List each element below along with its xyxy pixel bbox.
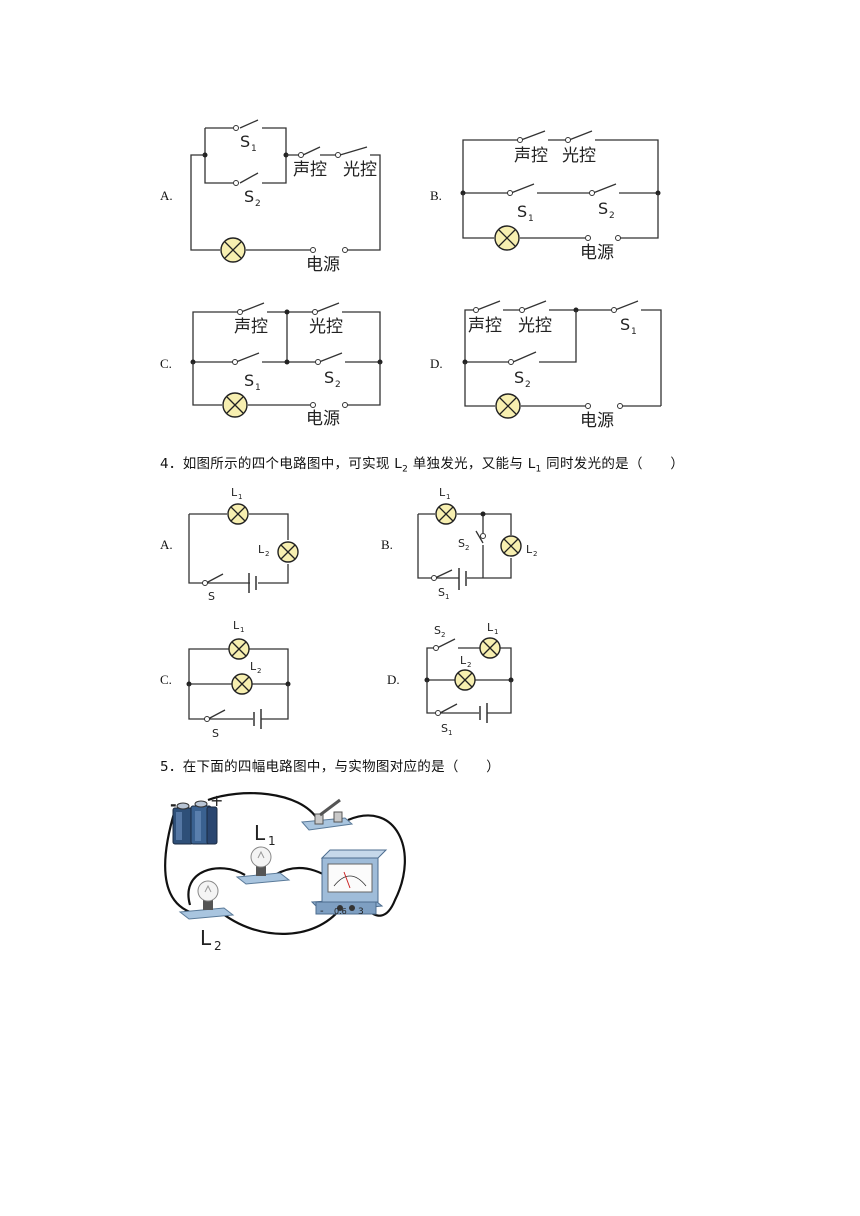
q4d-l2-label: L (460, 654, 467, 667)
q4c-l1-label: L (233, 619, 240, 632)
ammeter-icon (310, 849, 388, 915)
q3b-s2-label: S (598, 199, 608, 218)
q5-question-text: 5．在下面的四幅电路图中，与实物图对应的是（ ） (160, 759, 501, 775)
q4a-l1-label: L (231, 486, 238, 499)
battery-plus: + (210, 791, 223, 810)
q4b-s1-label: S (438, 586, 445, 599)
q4a-l1-sub: 1 (238, 493, 242, 501)
q4-text-prefix: 4．如图所示的四个电路图中，可实现 L (160, 456, 403, 472)
q3b-light-label: 光控 (562, 146, 596, 166)
bulb-l1-icon (235, 846, 291, 885)
q4-option-c-label: C. (160, 672, 172, 687)
q3d-sound-label: 声控 (468, 316, 502, 336)
q3d-light-label: 光控 (518, 316, 552, 336)
q4a-l2-label: L (258, 543, 265, 556)
q3c-power-label: 电源 (306, 409, 340, 429)
q5-l1-sub: 1 (268, 834, 276, 848)
q3a-s2-sub: 2 (255, 199, 261, 209)
q4-question-text: 4．如图所示的四个电路图中，可实现 L2 单独发光，又能与 L1 同时发光的是（… (160, 452, 684, 475)
q4c-l2-label: L (250, 660, 257, 673)
q4d-l1-label: L (487, 621, 494, 634)
q3c-s2-label: S (324, 368, 334, 387)
q4-option-b-label: B. (381, 537, 393, 552)
q3a-power-label: 电源 (306, 255, 340, 275)
meter-minus: - (320, 906, 324, 917)
q3d-s1-label: S (620, 315, 630, 334)
q4c-l1-sub: 1 (240, 626, 244, 634)
q3d-power-label: 电源 (580, 411, 614, 431)
q4d-l2-sub: 2 (467, 661, 471, 669)
q4c-l2-sub: 2 (257, 667, 261, 675)
q3a-sound-label: 声控 (293, 160, 327, 180)
q4d-s2-label: S (434, 624, 441, 637)
q4d-s1-label: S (441, 722, 448, 735)
q4-option-d-label: D. (387, 672, 400, 687)
q3c-s1-sub: 1 (255, 383, 261, 393)
q3d-s2-label: S (514, 368, 524, 387)
q3a-s1-sub: 1 (251, 144, 257, 154)
battery-icon (172, 800, 218, 845)
bulb-l2-icon (178, 880, 235, 920)
q4b-l2-label: L (526, 543, 533, 556)
q4-text-sub1: 1 (535, 464, 542, 475)
q5-l2-sub: 2 (214, 939, 222, 953)
q4-text-middle: 单独发光，又能与 L (408, 456, 536, 472)
q3a-s2-label: S (244, 187, 254, 206)
q3b-s2-sub: 2 (609, 211, 615, 221)
q3b-s1-sub: 1 (528, 214, 534, 224)
q4a-l2-sub: 2 (265, 550, 269, 558)
q3a-s1-label: S (240, 132, 250, 151)
q4c-s-label: S (212, 727, 219, 740)
q4b-s1-sub: 1 (445, 593, 449, 601)
q4d-s1-sub: 1 (448, 729, 452, 737)
q3c-sound-label: 声控 (234, 317, 268, 337)
q5-l1-label: L (254, 821, 266, 845)
q4b-l1-sub: 1 (446, 493, 450, 501)
q4b-l2-sub: 2 (533, 550, 537, 558)
q4a-s-label: S (208, 590, 215, 603)
q4-text-sub2: 2 (402, 464, 409, 475)
q4b-s2-label: S (458, 537, 465, 550)
q3-option-c-label: C. (160, 356, 172, 371)
meter-0-6: 0.6 (334, 907, 347, 916)
q4b-l1-label: L (439, 486, 446, 499)
q3-option-a-label: A. (160, 188, 173, 203)
q4d-s2-sub: 2 (441, 631, 445, 639)
q3b-power-label: 电源 (580, 243, 614, 263)
q5-l2-label: L (200, 926, 212, 950)
q3-option-d-label: D. (430, 356, 443, 371)
q3b-s1-label: S (517, 202, 527, 221)
q3d-s1-sub: 1 (631, 327, 637, 337)
q4b-s2-sub: 2 (465, 544, 469, 552)
q3b-sound-label: 声控 (514, 146, 548, 166)
q3-option-b-label: B. (430, 188, 442, 203)
q4-option-a-label: A. (160, 537, 173, 552)
meter-3: 3 (358, 907, 364, 917)
q3a-light-label: 光控 (343, 160, 377, 180)
switch-icon (300, 798, 354, 831)
q4d-l1-sub: 1 (494, 628, 498, 636)
q3c-light-label: 光控 (309, 317, 343, 337)
q3c-s1-label: S (244, 371, 254, 390)
q3c-s2-sub: 2 (335, 380, 341, 390)
q4-text-suffix: 同时发光的是（ ） (541, 456, 685, 472)
q3d-s2-sub: 2 (525, 380, 531, 390)
battery-minus: - (170, 795, 177, 814)
